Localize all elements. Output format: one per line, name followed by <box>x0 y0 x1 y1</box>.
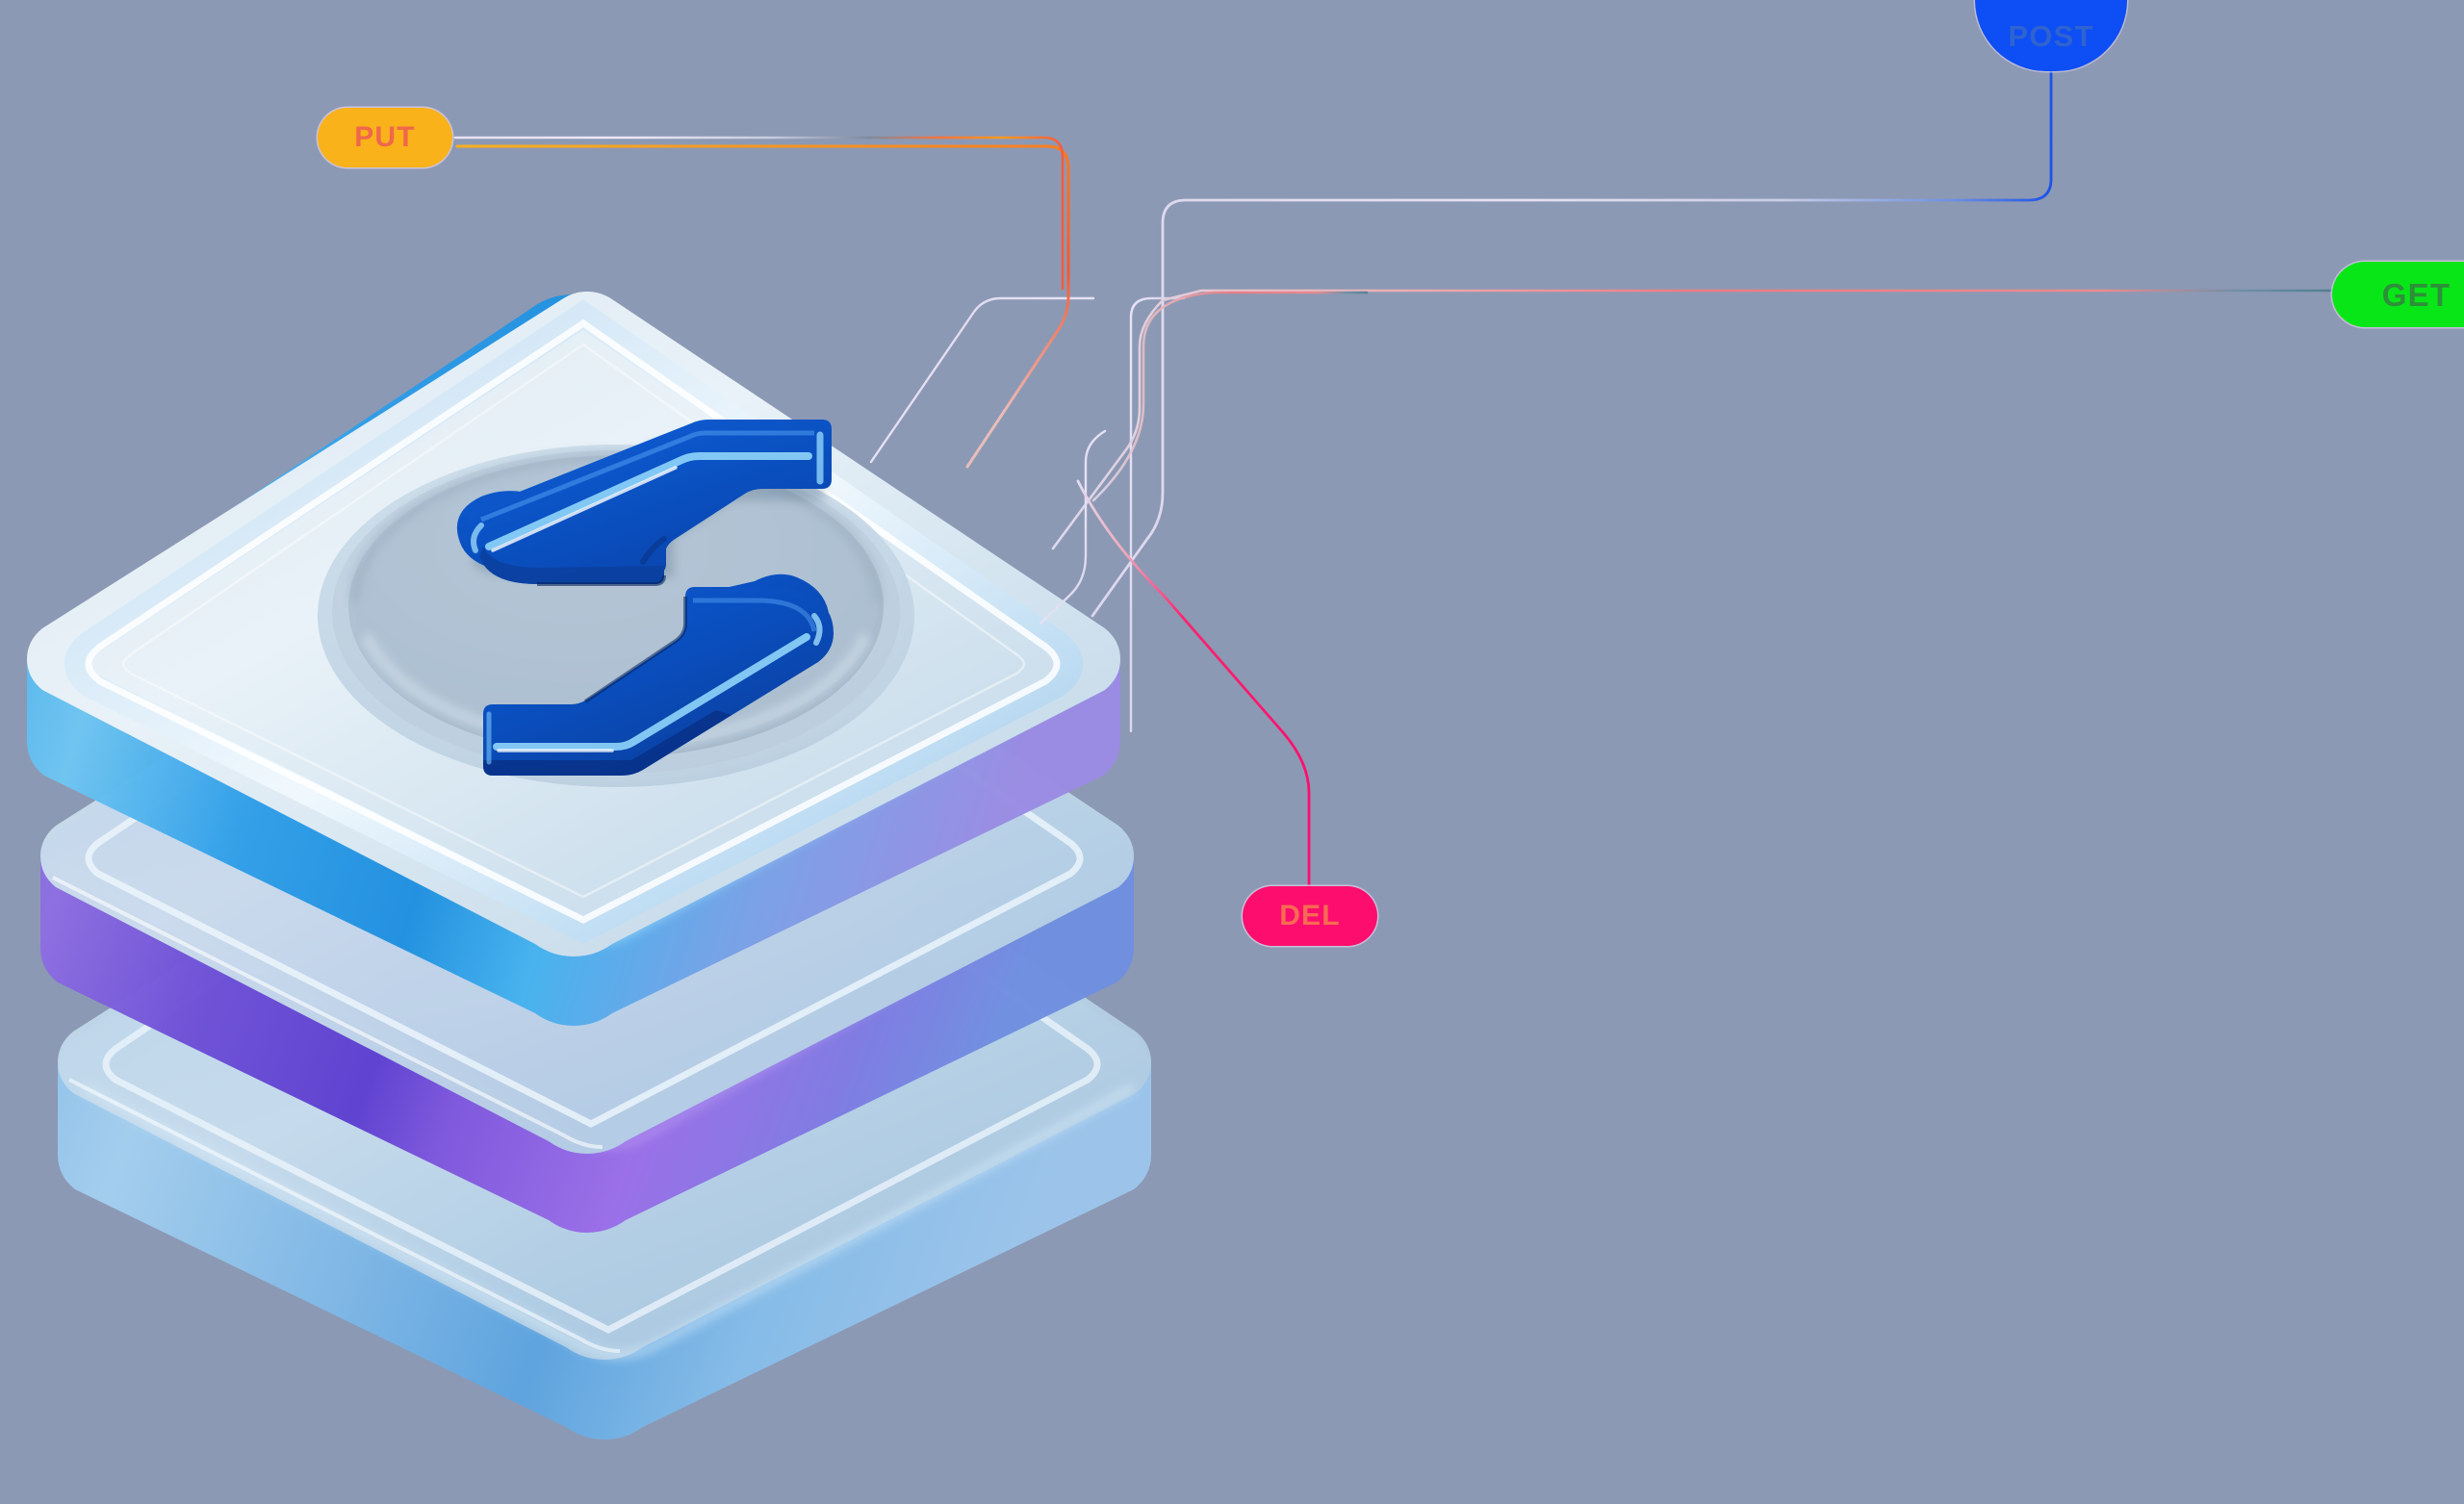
connector-put <box>453 136 1065 291</box>
badge-put[interactable]: PUT <box>318 108 452 167</box>
badge-post-label: POST <box>2008 18 2094 53</box>
connector-del-upper <box>1039 429 1107 625</box>
badge-del[interactable]: DEL <box>1243 886 1377 946</box>
stitch-s-logo <box>456 420 834 776</box>
badge-del-label: DEL <box>1279 900 1341 931</box>
glass-layer-top <box>27 292 1120 1026</box>
badge-get-label: GET <box>2381 276 2451 313</box>
badge-put-label: PUT <box>354 121 416 153</box>
connector-guide-b <box>1129 296 1186 733</box>
badge-get[interactable]: GET <box>2332 262 2464 327</box>
connector-lines <box>453 69 2334 888</box>
connector-guide-a <box>869 296 1095 464</box>
connector-get <box>1051 289 2334 550</box>
connector-post <box>1091 69 2053 618</box>
connector-put-stem <box>455 144 1070 469</box>
connector-get-shoulder <box>1091 291 1369 502</box>
connector-del <box>1076 479 1311 888</box>
